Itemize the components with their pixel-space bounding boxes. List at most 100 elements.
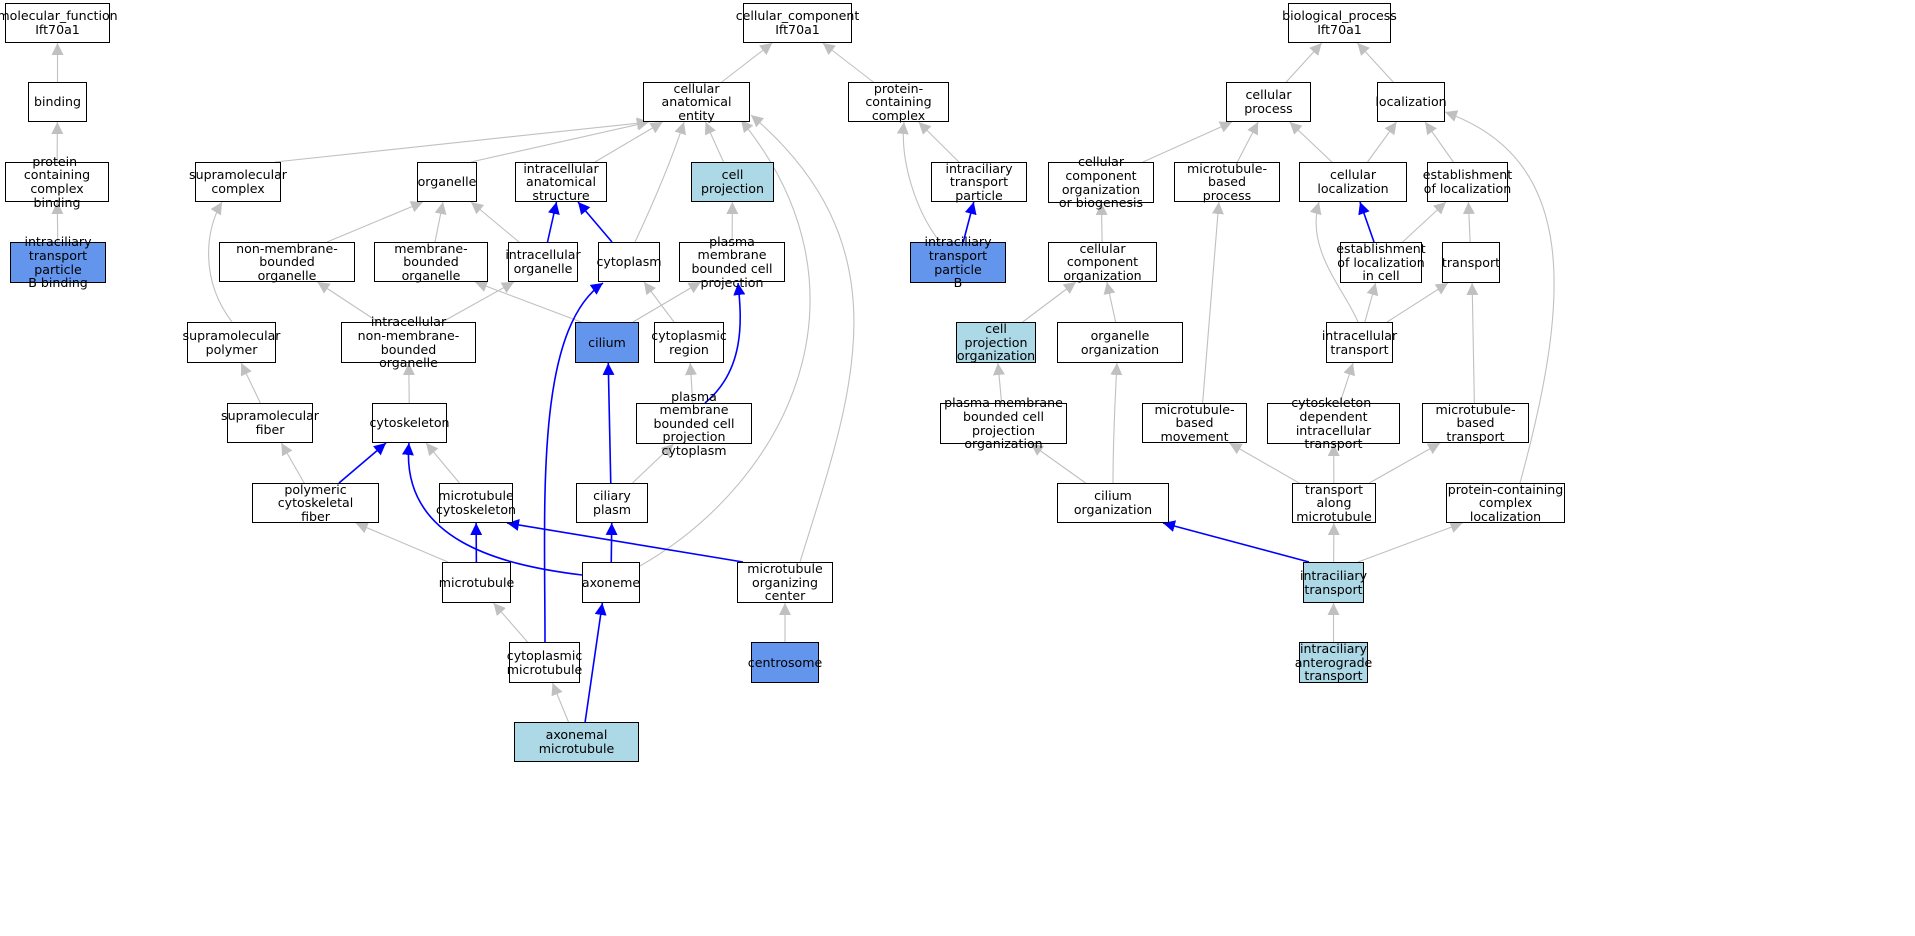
edge-mtoc-to-cae	[750, 114, 855, 563]
edge-cilplasm-to-cilium	[602, 362, 615, 484]
edge-mtcs-to-cytoskeleton	[425, 442, 460, 484]
edge-io-to-organelle	[470, 201, 520, 243]
node-smp: supramolecular polymer	[183, 322, 280, 363]
node-loc: localization	[1375, 82, 1447, 122]
node-cilplasm: ciliary plasm	[576, 483, 648, 523]
edge-cytreg-to-cytoplasm	[643, 281, 675, 323]
node-mtbt: microtubule-based transport	[1422, 402, 1529, 443]
node-mtbm: microtubule-based movement	[1142, 402, 1247, 443]
edge-cellloc-to-cp	[1289, 121, 1333, 163]
edge-cilplasm-to-pmbcpc	[632, 443, 674, 484]
edge-pcf-to-cytoskeleton	[338, 442, 387, 484]
node-estlocc: establishment of localization in cell	[1336, 241, 1426, 284]
edge-cytoplasm-to-cae	[634, 121, 686, 243]
node-cpo: cell projection organization	[956, 321, 1036, 364]
edge-cytoskeleton-to-inmbo	[402, 362, 415, 404]
node-microtubule: microtubule	[439, 562, 514, 603]
edge-axoneme-to-cytoskeleton	[401, 442, 583, 576]
edge-layer	[51, 42, 1555, 723]
edge-loc-to-bp	[1356, 42, 1394, 83]
node-itp: intraciliary transport particle	[931, 161, 1027, 202]
edge-organelle-to-cae	[470, 118, 650, 163]
edge-pmbcpc-to-cytreg	[685, 362, 697, 404]
node-pmbcpc: plasma membrane bounded cell projection …	[636, 389, 752, 457]
edge-tam-to-mtbm	[1229, 442, 1300, 484]
edge-cae-to-cc	[721, 42, 773, 83]
node-cae: cellular anatomical entity	[643, 81, 750, 122]
edge-inmbo-to-io	[441, 281, 515, 323]
edge-pcc-to-cc	[822, 42, 874, 83]
node-io: intracellular organelle	[505, 242, 581, 282]
node-centrosome: centrosome	[748, 642, 822, 683]
edge-smp-to-smc	[208, 201, 233, 323]
edge-smf-to-smp	[240, 362, 261, 404]
edge-itpb-to-pcc	[896, 121, 941, 243]
node-mf: molecular_function Ift70a1	[0, 3, 118, 43]
edge-axmt-to-axoneme	[584, 602, 607, 723]
edge-itpb-to-itp	[962, 201, 977, 243]
node-it: intraciliary transport	[1300, 562, 1367, 603]
node-mbo: membrane-bounded organelle	[374, 241, 488, 282]
node-oo: organelle organization	[1057, 322, 1183, 363]
edge-cpo-to-cco	[1022, 281, 1077, 323]
edge-ccob-to-cp	[1142, 121, 1233, 163]
node-mtbp: microtubule-based process	[1174, 161, 1280, 202]
edge-estlocc-to-estloc	[1402, 201, 1447, 243]
edge-microtubule-to-pcf	[355, 522, 449, 563]
node-pcf: polymeric cytoskeletal fiber	[252, 482, 379, 523]
edge-mtbm-to-mtbp	[1202, 201, 1224, 404]
edge-mtbp-to-cp	[1236, 121, 1259, 163]
edge-axmt-to-cytmt	[551, 682, 570, 723]
node-pmbcpo: plasma membrane bounded cell projection …	[940, 396, 1067, 450]
node-bp: biological_process Ift70a1	[1282, 3, 1397, 43]
node-ict: intracellular transport	[1322, 322, 1397, 363]
edge-cellloc-to-loc	[1367, 121, 1397, 163]
edge-co-to-pmbcpo	[1030, 443, 1086, 484]
node-organelle: organelle	[417, 162, 477, 202]
node-cytmt: cytoplasmic microtubule	[507, 642, 582, 683]
edge-cytmt-to-cytoplasm	[543, 282, 604, 643]
edge-io-to-ias	[546, 201, 560, 243]
edge-cco-to-ccob	[1095, 202, 1108, 243]
node-itpb: intraciliary transport particle B	[910, 235, 1006, 289]
node-pcb: protein-containing complex binding	[5, 155, 109, 209]
node-ccob: cellular component organization or bioge…	[1048, 155, 1154, 209]
node-cco: cellular component organization	[1048, 241, 1157, 282]
edge-inmbo-to-nmbo	[317, 281, 379, 323]
edge-estlocc-to-cellloc	[1358, 201, 1375, 243]
edge-mtoc-to-mtcs	[506, 519, 744, 563]
node-tam: transport along microtubule	[1292, 482, 1376, 523]
edge-it-to-co	[1162, 520, 1310, 563]
edge-tam-to-mtbt	[1369, 442, 1441, 484]
edge-cytoplasm-to-ias	[577, 201, 613, 243]
edge-co-to-oo	[1110, 362, 1123, 484]
node-estloc: establishment of localization	[1423, 162, 1512, 202]
node-iat: intraciliary anterograde transport	[1294, 641, 1373, 684]
edge-cytmt-to-microtubule	[493, 602, 528, 643]
node-axoneme: axoneme	[582, 562, 640, 603]
node-cellloc: cellular localization	[1299, 162, 1407, 202]
node-cytreg: cytoplasmic region	[651, 322, 727, 363]
node-pmbcp: plasma membrane bounded cell projection	[679, 235, 785, 289]
edge-pmbcpc-to-pmbcp	[704, 282, 746, 404]
node-ias: intracellular anatomical structure	[515, 161, 607, 202]
edge-oo-to-cco	[1103, 281, 1117, 323]
edge-axoneme-to-cilplasm	[605, 522, 618, 563]
edge-ias-to-cae	[594, 121, 663, 163]
node-cc: cellular_component Ift70a1	[736, 3, 859, 43]
edge-pcf-to-smf	[280, 442, 305, 484]
node-smc: supramolecular complex	[189, 162, 287, 202]
edge-pccl-to-loc	[1444, 110, 1555, 484]
node-inmbo: intracellular non-membrane-bounded organ…	[341, 315, 476, 369]
edge-ict-to-transport	[1386, 282, 1449, 323]
edge-axoneme-to-cae	[639, 119, 811, 567]
edge-transport-to-estloc	[1462, 201, 1475, 243]
edge-itpbb-to-pcb	[51, 201, 64, 243]
edge-pmbcpo-to-cpo	[993, 362, 1005, 404]
edge-estloc-to-loc	[1424, 121, 1454, 163]
node-mtcs: microtubule cytoskeleton	[436, 483, 516, 523]
node-pccl: protein-containing complex localization	[1446, 481, 1565, 524]
edge-mbo-to-organelle	[434, 201, 447, 243]
node-mtoc: microtubule organizing center	[737, 562, 833, 603]
